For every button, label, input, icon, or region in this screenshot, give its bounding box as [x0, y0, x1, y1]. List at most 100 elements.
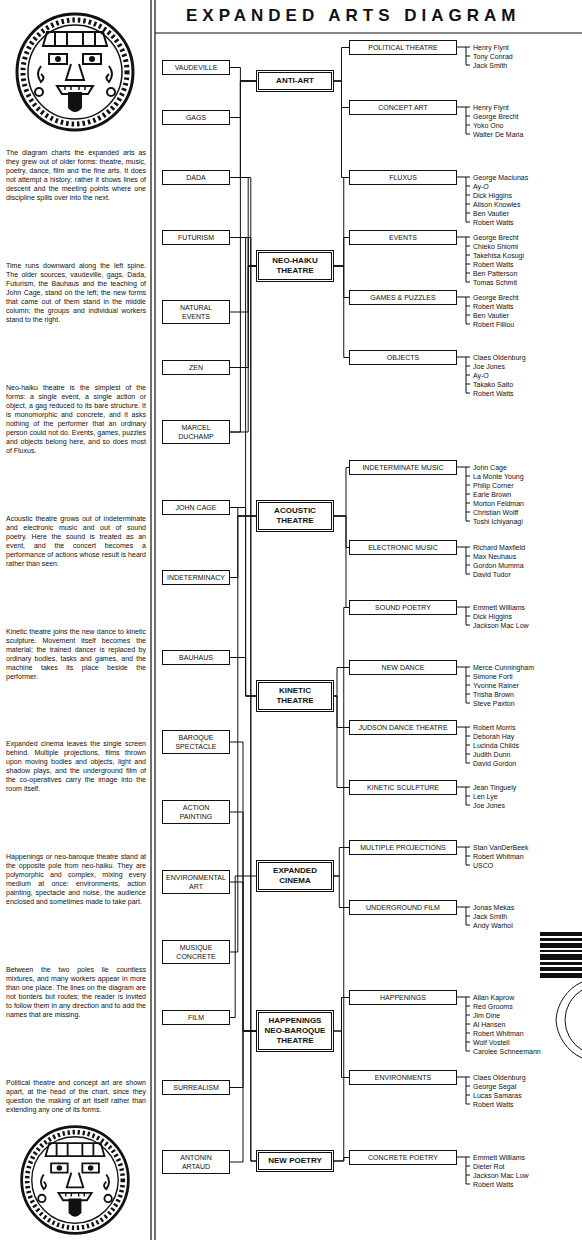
- connector-line: [230, 178, 256, 267]
- diagram-title: EXPANDED ARTS DIAGRAM: [186, 6, 521, 26]
- box-label: NATURAL EVENTS: [166, 303, 226, 321]
- artist-name: Emmett Williams: [473, 603, 525, 612]
- artist-name: Morton Feldman: [473, 499, 524, 508]
- artist-name: Simone Forti: [473, 672, 513, 681]
- group-box: JUDSON DANCE THEATRE: [349, 720, 457, 735]
- artist-name: Ay-O: [473, 182, 489, 191]
- box-label: ENVIRONMENTAL ART: [166, 873, 226, 891]
- group-box: SOUND POETRY: [349, 600, 457, 615]
- essay-paragraph: Time runs downward along the left spine.…: [6, 261, 146, 324]
- artist-name: George Maciunas: [473, 173, 528, 182]
- essay-paragraph: Happenings or neo-baroque theatre stand …: [6, 852, 146, 906]
- artist-name: Emmett Williams: [473, 1153, 525, 1162]
- connector-line: [334, 81, 349, 178]
- box-label: NEW DANCE: [353, 663, 453, 672]
- source-box: MUSIQUE CONCRETE: [162, 940, 230, 964]
- source-box: BAROQUE SPECTACLE: [162, 730, 230, 754]
- artist-name: Christian Wolff: [473, 508, 518, 517]
- theatre-box: HAPPENINGS NEO-BAROQUE THEATRE: [256, 1010, 334, 1052]
- group-box: GAMES & PUZZLES: [349, 290, 457, 305]
- artist-name: John Cage: [473, 463, 507, 472]
- artist-name: Len Lye: [473, 792, 498, 801]
- box-label: HAPPENINGS NEO-BAROQUE THEATRE: [263, 1016, 327, 1046]
- connector-line: [334, 238, 349, 267]
- group-box: ENVIRONMENTS: [349, 1070, 457, 1085]
- title-rule: [155, 33, 582, 34]
- artist-name: Jonas Mekas: [473, 903, 514, 912]
- connector-line: [230, 812, 256, 1031]
- connector-line: [334, 266, 349, 358]
- artist-name: Jean Tinguely: [473, 783, 516, 792]
- artist-name: Steve Paxton: [473, 699, 515, 708]
- connector-line: [230, 81, 256, 178]
- connector-line: [230, 508, 256, 697]
- source-box: MARCEL DUCHAMP: [162, 420, 230, 444]
- artist-name: Alison Knowles: [473, 200, 520, 209]
- artist-name: Al Hansen: [473, 1020, 505, 1029]
- artist-name: Chieko Shiomi: [473, 242, 518, 251]
- box-label: OBJECTS: [353, 353, 453, 362]
- essay-paragraph: Expanded cinema leaves the single screen…: [6, 739, 146, 793]
- name-ticks: [466, 47, 470, 1185]
- box-label: ZEN: [166, 363, 226, 372]
- artist-name: Tony Conrad: [473, 52, 513, 61]
- artist-name: David Tudor: [473, 570, 511, 579]
- artist-name: Earle Brown: [473, 490, 511, 499]
- connector-line: [334, 608, 349, 1162]
- source-box: VAUDEVILLE: [162, 60, 230, 75]
- artist-name: Claes Oldenburg: [473, 353, 526, 362]
- artist-name: Robert Watts: [473, 302, 514, 311]
- theatre-box: NEW POETRY: [256, 1150, 334, 1172]
- essay-paragraph: Between the two poles lie countless mixt…: [6, 965, 146, 1019]
- artist-name: Robert Morris: [473, 723, 515, 732]
- box-label: EVENTS: [353, 233, 453, 242]
- source-box: FUTURISM: [162, 230, 230, 245]
- artist-name: Takehisa Kosugi: [473, 251, 524, 260]
- source-box: FILM: [162, 1010, 230, 1025]
- spine-line: [151, 0, 155, 1240]
- connector-line: [230, 238, 256, 1162]
- box-label: FUTURISM: [166, 233, 226, 242]
- artist-name: Toshi Ichiyanagi: [473, 517, 523, 526]
- source-box: GAGS: [162, 110, 230, 125]
- box-label: CONCEPT ART: [353, 103, 453, 112]
- source-box: JOHN CAGE: [162, 500, 230, 515]
- name-bracket: [457, 47, 466, 1184]
- artist-name: George Brecht: [473, 233, 519, 242]
- theatre-box: ACOUSTIC THEATRE: [256, 500, 334, 532]
- group-box: FLUXUS: [349, 170, 457, 185]
- connector-line: [230, 508, 256, 517]
- artist-name: Joe Jones: [473, 801, 505, 810]
- artist-name: Yoko Ono: [473, 121, 504, 130]
- box-label: DADA: [166, 173, 226, 182]
- group-box: MULTIPLE PROJECTIONS: [349, 840, 457, 855]
- connector-line: [334, 998, 349, 1032]
- box-label: NEO-HAIKU THEATRE: [263, 256, 327, 276]
- connector-line: [334, 696, 349, 788]
- connector-line: [230, 742, 256, 1031]
- source-box: NATURAL EVENTS: [162, 300, 230, 324]
- mask-emblem: [22, 1127, 129, 1234]
- connector-line: [230, 516, 256, 578]
- box-label: POLITICAL THEATRE: [353, 43, 453, 52]
- source-box: INDETERMINACY: [162, 570, 230, 585]
- group-box: EVENTS: [349, 230, 457, 245]
- artist-name: La Monte Young: [473, 472, 524, 481]
- artist-name: Joe Jones: [473, 362, 505, 371]
- group-box: INDETERMINATE MUSIC: [349, 460, 457, 475]
- source-box: DADA: [162, 170, 230, 185]
- artist-name: Ben Vautier: [473, 209, 509, 218]
- box-label: KINETIC THEATRE: [263, 686, 327, 706]
- artist-name: Wolf Vostell: [473, 1038, 509, 1047]
- box-label: INDETERMINATE MUSIC: [353, 463, 453, 472]
- artist-name: Jack Smith: [473, 61, 507, 70]
- box-label: GAMES & PUZZLES: [353, 293, 453, 302]
- box-label: FILM: [166, 1013, 226, 1022]
- artist-name: Merce Cunningham: [473, 663, 534, 672]
- connector-line: [230, 266, 256, 432]
- connector-line: [230, 68, 256, 82]
- artist-name: Dick Higgins: [473, 191, 512, 200]
- box-label: SURREALISM: [166, 1083, 226, 1092]
- group-box: HAPPENINGS: [349, 990, 457, 1005]
- artist-name: Carolee Schneemann: [473, 1047, 541, 1056]
